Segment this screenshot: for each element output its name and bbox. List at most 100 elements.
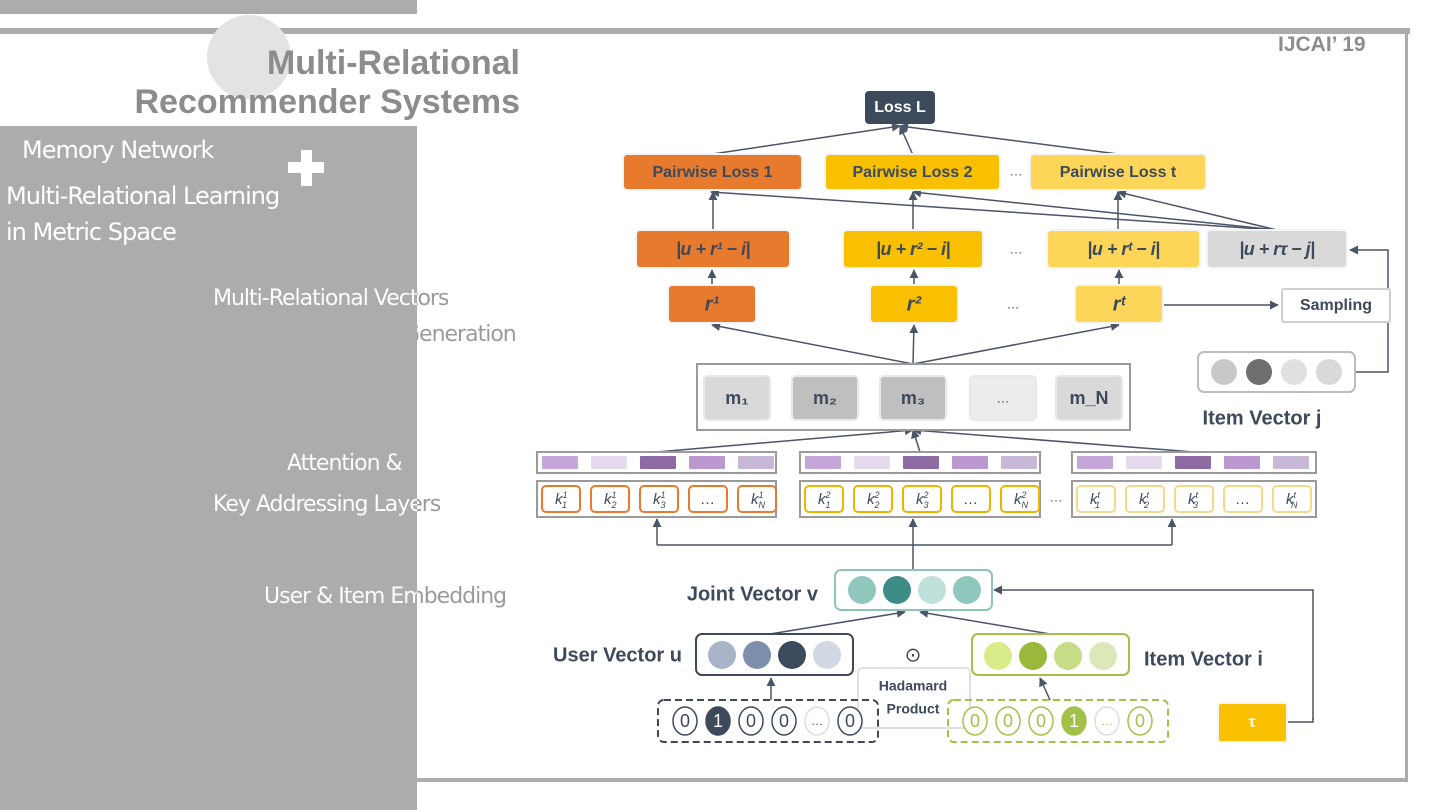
- memory-slot-label-3: m₃: [901, 388, 925, 408]
- onehot-cell: [1094, 706, 1120, 736]
- item-j-embedding-dot: [1316, 359, 1342, 385]
- key-slot: [1174, 485, 1214, 513]
- attention-weight: [1224, 456, 1260, 469]
- attention-weight: [854, 456, 890, 469]
- relation-label-2: r²: [907, 293, 923, 315]
- key-superscript: 2: [923, 490, 929, 500]
- key-subscript: 3: [1193, 500, 1198, 510]
- memory-slot-label-2: m₂: [813, 388, 837, 408]
- user-vector-box: [695, 633, 854, 676]
- attention-weight: [805, 456, 841, 469]
- hadamard-label-2: Product: [887, 701, 940, 717]
- key-subscript: N: [1022, 500, 1029, 510]
- key-superscript: t: [1098, 490, 1101, 500]
- arrow-pairwise-to-loss: [712, 122, 901, 155]
- pairwise-loss-label-3: Pairwise Loss t: [1060, 164, 1177, 181]
- key-subscript: 3: [661, 500, 666, 510]
- memory-slot-5: [1055, 375, 1123, 421]
- distance-label-1: |u + r¹ − i|: [676, 239, 750, 259]
- arrow-onehot-to-item: [1039, 677, 1051, 701]
- key-slot: [902, 485, 942, 513]
- onehot-cell: [1061, 706, 1087, 736]
- layer-label-attention-1: Attention &: [287, 451, 403, 476]
- key-slot: [1223, 485, 1263, 513]
- tau-label: τ: [1248, 714, 1255, 731]
- layer-label-vectors-2: Generation: [403, 322, 517, 347]
- key-slot: [688, 485, 728, 513]
- onehot-cell: [771, 706, 797, 736]
- joint-vector-box: [834, 569, 993, 611]
- joint-vector-label: Joint Vector v: [687, 583, 819, 605]
- key-subscript: N: [1291, 500, 1298, 510]
- key-slot: [541, 485, 581, 513]
- sampling-label: Sampling: [1300, 297, 1372, 314]
- key-superscript: 2: [825, 490, 831, 500]
- key-subscript: 1: [826, 500, 831, 510]
- item-j-embedding-dot: [1281, 359, 1307, 385]
- onehot-value: 1: [713, 711, 723, 731]
- key-subscript: 1: [1095, 500, 1100, 510]
- attention-weight: [640, 456, 676, 469]
- arrow-pairwise-to-loss: [899, 122, 1119, 155]
- relation-label-3: rᵗ: [1113, 293, 1127, 315]
- loss-box: [865, 91, 935, 124]
- distance-box-2: [842, 229, 984, 269]
- key-superscript: 1: [563, 490, 568, 500]
- arrow-memory-to-relation: [912, 322, 1120, 365]
- arrow-memory-to-relation: [711, 322, 914, 365]
- relation-box-2: [869, 284, 959, 324]
- item-i-embedding-dot: [1019, 642, 1047, 670]
- onehot-cell: [995, 706, 1021, 736]
- distance-label-3: |u + rᵗ − i|: [1087, 239, 1159, 259]
- key-superscript: 1: [759, 490, 764, 500]
- item-vector-j-box: [1197, 351, 1356, 393]
- joint-embedding-dot: [883, 576, 911, 604]
- metric-space-text: in Metric Space: [6, 218, 177, 246]
- item-onehot-box: [947, 699, 1169, 743]
- hadamard-box: [857, 667, 971, 729]
- memory-slot-4: [969, 375, 1037, 421]
- arrow-tau-to-joint: [993, 585, 1314, 720]
- attention-weight: [1077, 456, 1113, 469]
- arrow-item-to-joint: [919, 608, 1051, 635]
- item-vector-j-label: Item Vector j: [1203, 407, 1322, 429]
- arrow-neg-to-pairwise: [1117, 189, 1278, 231]
- key-superscript: t: [1147, 490, 1150, 500]
- onehot-value: 0: [970, 711, 980, 731]
- onehot-value: 1: [1069, 711, 1079, 731]
- arrow-attention-to-memory: [911, 429, 921, 453]
- slide-title: Multi-Relational Recommender Systems: [134, 44, 520, 122]
- key-slot: [853, 485, 893, 513]
- pairwise-loss-label-2: Pairwise Loss 2: [852, 164, 972, 181]
- attention-weight: [689, 456, 725, 469]
- key-subscript: 1: [562, 500, 567, 510]
- sampling-box: [1281, 288, 1391, 323]
- attention-weight: [1001, 456, 1037, 469]
- onehot-cell: [672, 706, 698, 736]
- key-slot: [590, 485, 630, 513]
- key-slot: [1076, 485, 1116, 513]
- onehot-cell: [738, 706, 764, 736]
- key-subscript: 3: [924, 500, 929, 510]
- onehot-value: 0: [845, 711, 855, 731]
- arrow-memory-to-relation: [909, 324, 919, 365]
- onehot-cell: [837, 706, 863, 736]
- key-slot: [1000, 485, 1040, 513]
- onehot-value: …: [1101, 714, 1113, 728]
- title-line-2: Recommender Systems: [134, 83, 520, 121]
- ellipsis: …: [1050, 489, 1063, 504]
- key-label: …: [1236, 491, 1251, 508]
- memory-slot-label-1: m₁: [725, 388, 748, 408]
- user-embedding-dot: [743, 641, 771, 669]
- frame-line-right: [1405, 28, 1408, 780]
- hadamard-icon: ⊙: [905, 644, 922, 666]
- onehot-value: 0: [746, 711, 756, 731]
- key-slot: [737, 485, 777, 513]
- attention-weight: [1126, 456, 1162, 469]
